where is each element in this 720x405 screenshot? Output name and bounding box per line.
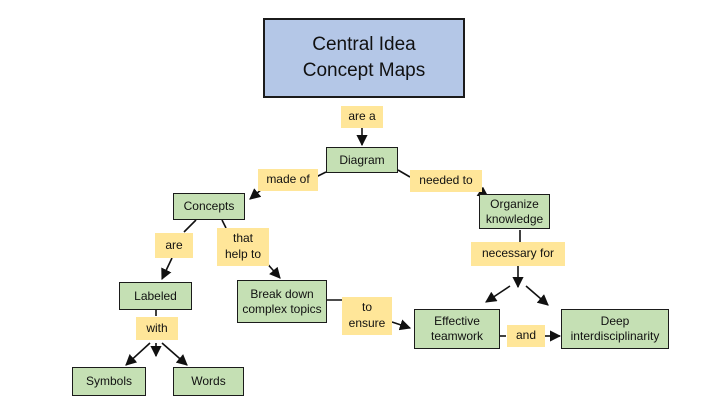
link-necessary-for: necessary for <box>471 242 565 266</box>
central-idea-node: Central Idea Concept Maps <box>263 18 465 98</box>
labeled-label: Labeled <box>134 288 177 303</box>
link-that-label-line1: that <box>232 231 253 246</box>
link-with-label: with <box>146 320 168 335</box>
organize-knowledge-node: Organize knowledge <box>479 194 550 229</box>
symbols-label: Symbols <box>85 374 132 388</box>
edge-concepts-to-are <box>183 219 197 233</box>
central-idea-title: Central Idea <box>312 34 416 56</box>
break-label-line1: Break down <box>250 286 314 301</box>
deep-interdisciplinarity-node: Deep interdisciplinarity <box>561 309 669 349</box>
break-down-node: Break down complex topics <box>237 280 327 323</box>
concepts-node: Concepts <box>173 193 245 220</box>
edge-diagram-to-needed-to <box>397 169 411 178</box>
link-that-label-line2: help to <box>224 247 262 261</box>
edge-with-to-symbols <box>125 342 151 366</box>
organize-label-line1: Organize <box>490 196 539 211</box>
concepts-label: Concepts <box>183 199 235 213</box>
link-and-label: and <box>515 328 537 343</box>
link-and: and <box>507 325 545 347</box>
link-to-label-line1: to <box>361 300 372 315</box>
central-idea-subtitle: Concept Maps <box>302 60 426 81</box>
link-made-of: made of <box>258 169 318 191</box>
teamwork-label-line2: teamwork <box>430 329 483 343</box>
diagram-node: Diagram <box>326 147 398 173</box>
link-to-ensure: to ensure <box>342 297 392 335</box>
labeled-node: Labeled <box>119 282 192 310</box>
words-label: Words <box>191 374 226 388</box>
symbols-node: Symbols <box>72 367 146 396</box>
edge-to-to-teamwork <box>391 319 412 331</box>
link-are-label: are <box>165 237 183 252</box>
link-needed-to-label: needed to <box>419 173 473 188</box>
link-needed-to: needed to <box>410 170 482 192</box>
link-to-label-line2: ensure <box>348 316 386 330</box>
organize-label-line2: knowledge <box>485 211 544 226</box>
diagram-label: Diagram <box>339 152 385 167</box>
break-label-line2: complex topics <box>242 301 322 316</box>
effective-teamwork-node: Effective teamwork <box>414 309 500 349</box>
link-made-of-label: made of <box>266 172 310 187</box>
link-are: are <box>155 233 193 258</box>
edge-with-to-words <box>161 342 188 366</box>
teamwork-label-line1: Effective <box>434 314 480 328</box>
deep-label-line2: interdisciplinarity <box>570 329 660 343</box>
link-are-a: are a <box>341 106 383 128</box>
link-are-a-label: are a <box>348 109 376 124</box>
edge-concepts-to-that <box>221 219 227 229</box>
words-node: Words <box>173 367 244 396</box>
link-with: with <box>136 317 178 340</box>
edge-necessary-to-teamwork <box>485 285 511 303</box>
edge-are-to-labeled <box>161 257 173 281</box>
link-necessary-for-label: necessary for <box>481 246 555 261</box>
link-that-help-to: that help to <box>217 228 269 266</box>
edge-necessary-to-deep <box>525 285 549 306</box>
deep-label-line1: Deep <box>600 314 630 328</box>
